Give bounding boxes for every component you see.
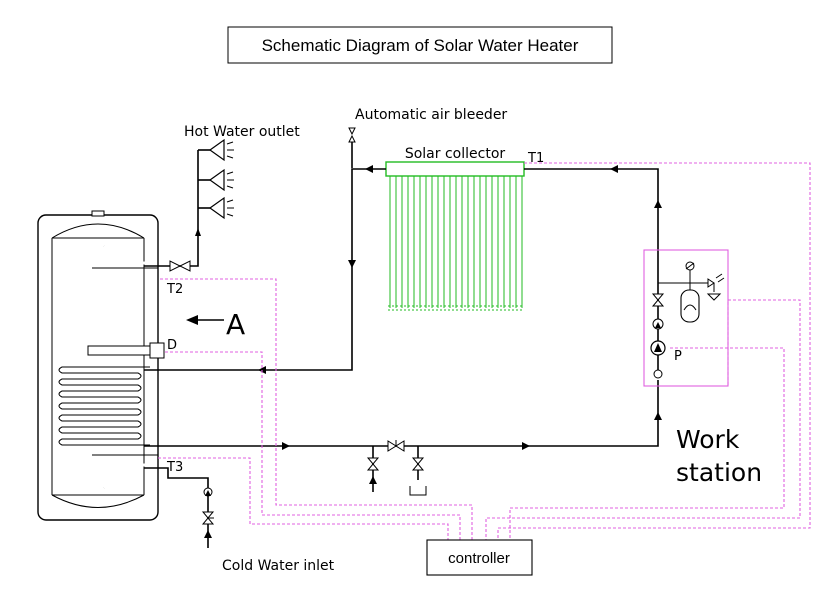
sensor-d-label: D <box>167 338 177 353</box>
solar-collector-label: Solar collector <box>405 146 506 162</box>
air-bleeder-icon <box>348 127 356 168</box>
cold-water-inlet-label: Cold Water inlet <box>222 558 335 574</box>
shower-head-3-icon <box>208 196 234 220</box>
hot-water-outlet-pipe <box>144 149 210 267</box>
air-bleeder-label: Automatic air bleeder <box>355 107 507 123</box>
dip-tubes <box>92 244 158 490</box>
hot-water-outlet-label: Hot Water outlet <box>184 124 300 140</box>
sensor-well-d <box>87 342 165 359</box>
sensor-wiring <box>158 162 811 540</box>
heat-exchange-coil <box>58 366 150 446</box>
pump-p-label: P <box>674 349 682 364</box>
sensor-t1-label: T1 <box>527 151 544 166</box>
hot-outlet-valve-icon <box>169 260 191 272</box>
controller-box: controller <box>426 539 533 576</box>
shower-head-2-icon <box>208 168 234 192</box>
shower-head-1-icon <box>208 138 234 162</box>
arrow-a-label: A <box>226 308 245 341</box>
workstation-group <box>643 249 729 387</box>
sensor-t2-label: T2 <box>166 282 183 297</box>
controller-label: controller <box>448 550 510 567</box>
drain-valves <box>366 440 427 496</box>
storage-tank <box>37 210 159 521</box>
title-box: Schematic Diagram of Solar Water Heater <box>227 26 613 64</box>
work-label: Work <box>676 425 740 454</box>
station-label: station <box>676 458 762 487</box>
solar-collector <box>385 161 525 311</box>
sensor-t3-label: T3 <box>166 460 183 475</box>
view-arrow-a: A <box>186 308 245 341</box>
cold-water-inlet-pipe <box>144 467 215 548</box>
collector-circuit-pipes <box>144 165 662 450</box>
diagram-title: Schematic Diagram of Solar Water Heater <box>262 36 579 55</box>
